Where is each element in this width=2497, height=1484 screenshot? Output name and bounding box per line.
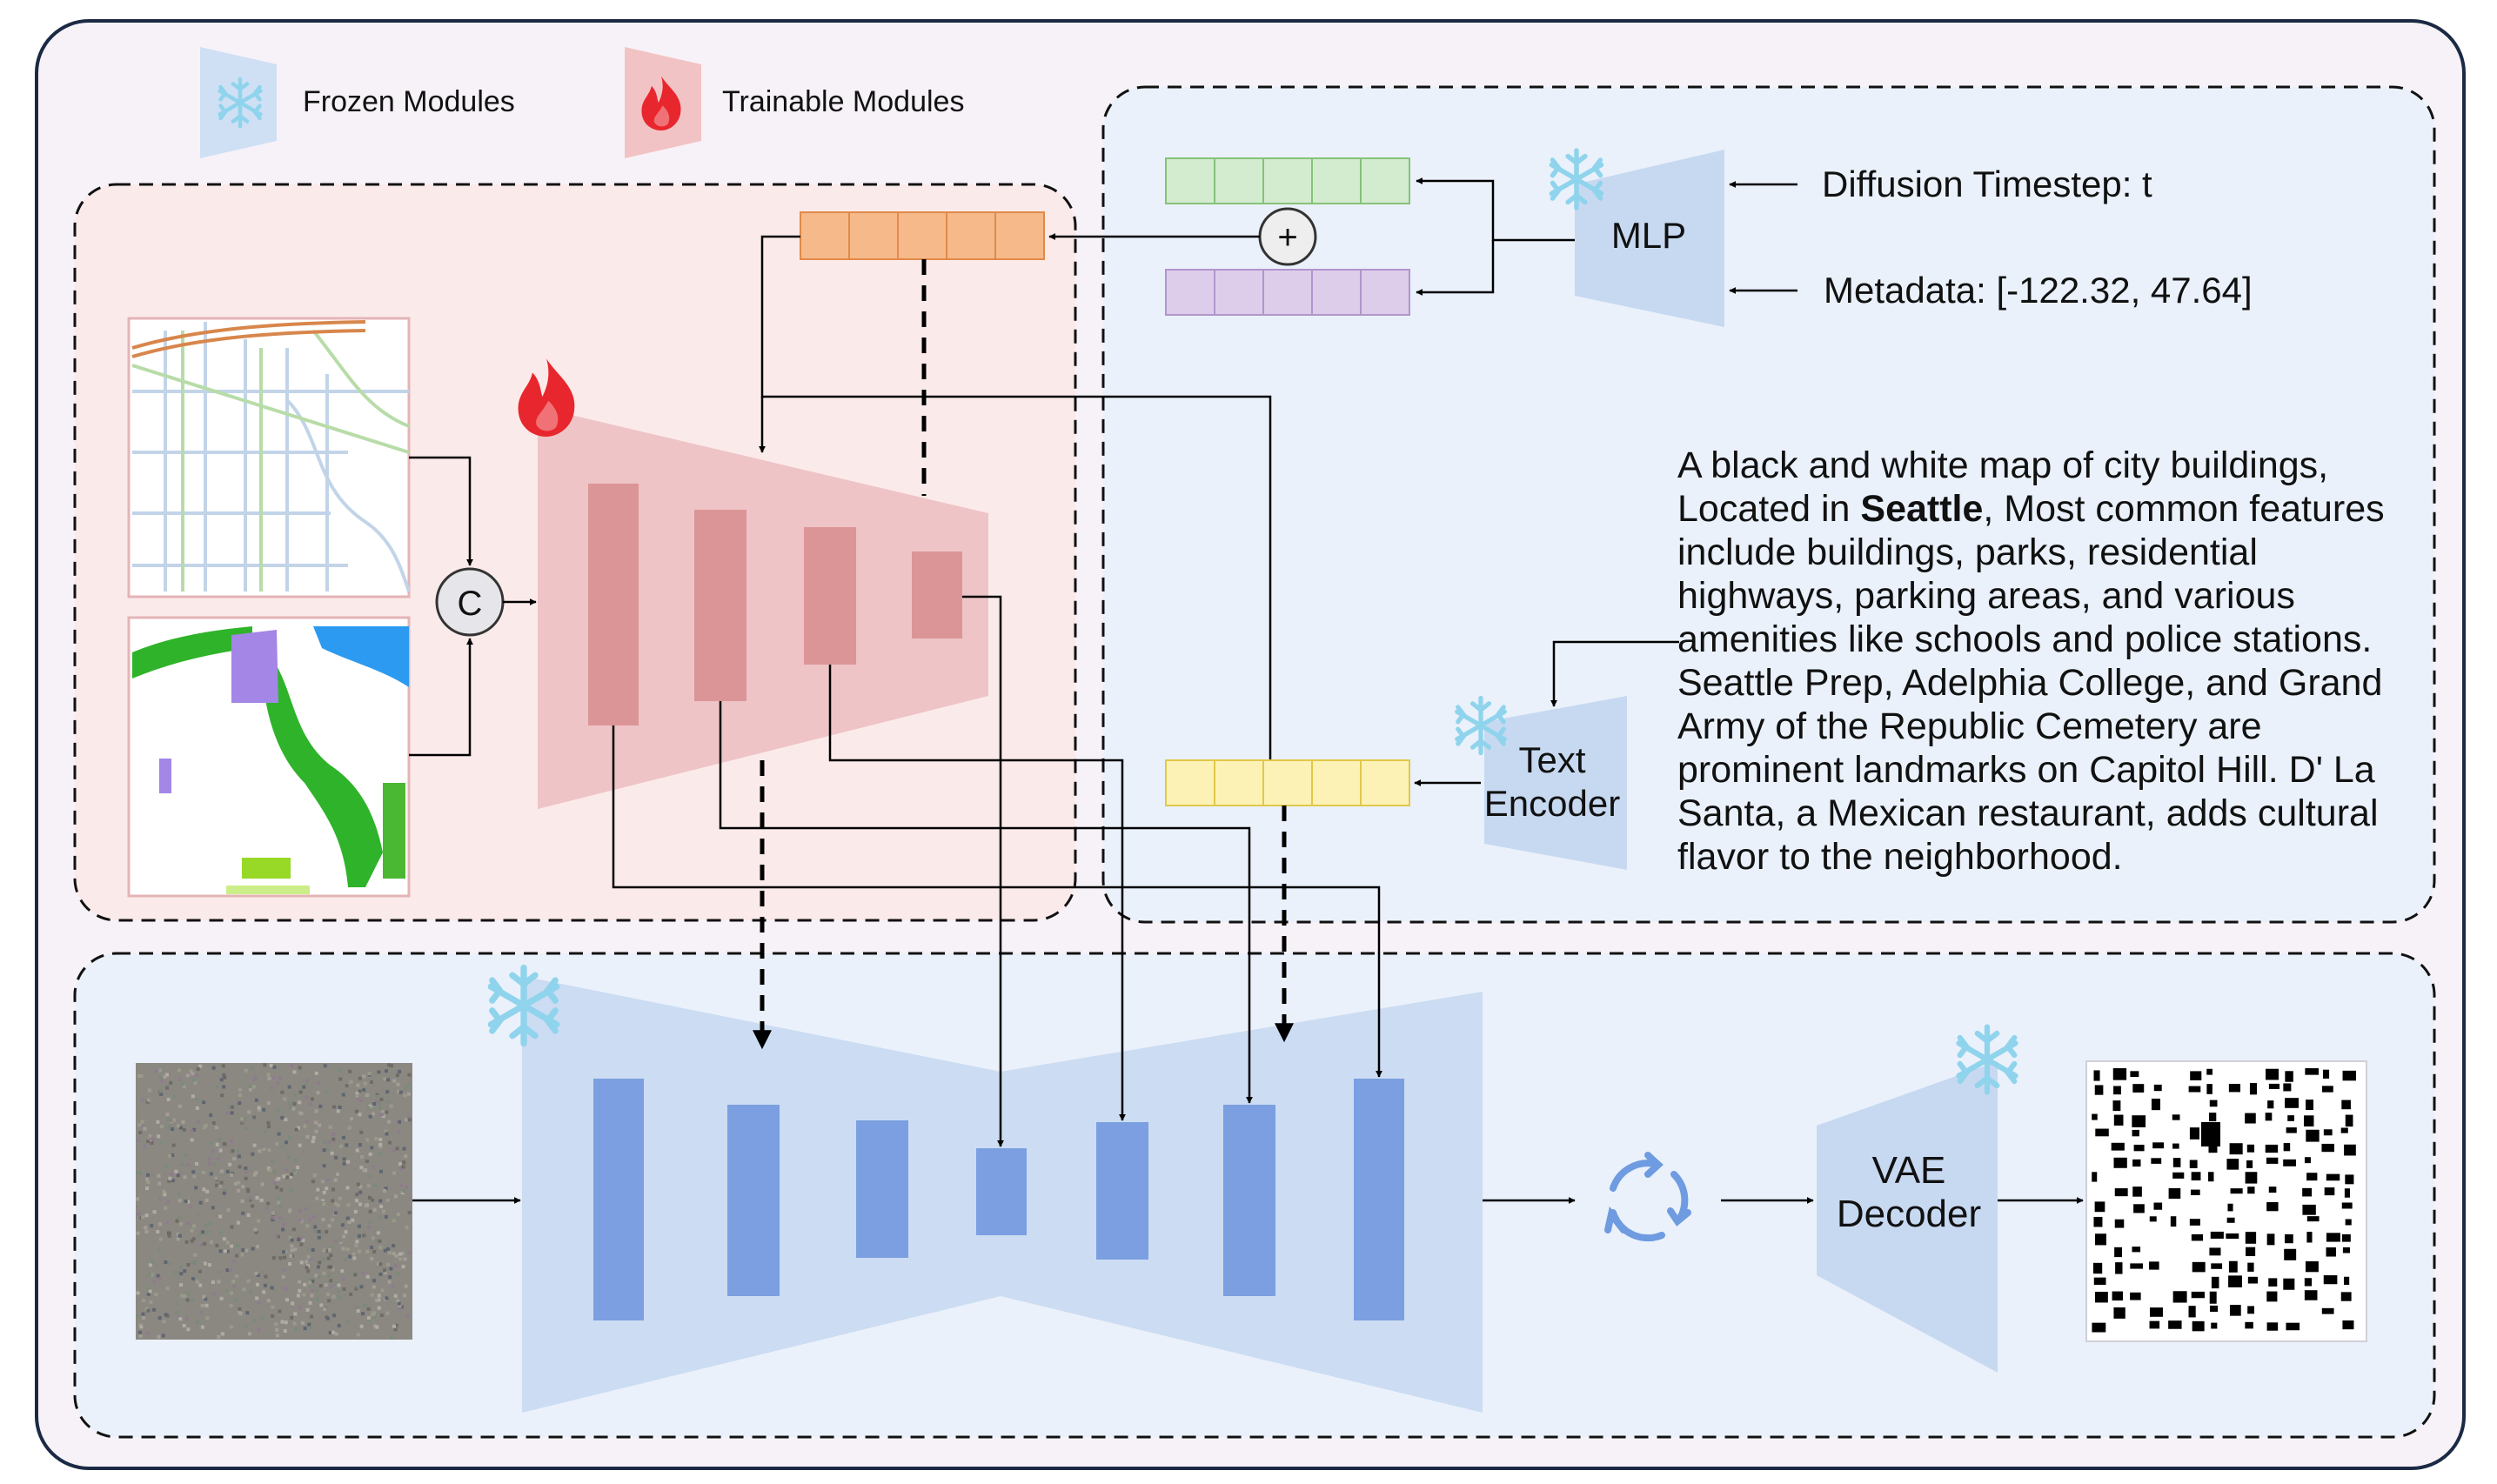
skip-connection-1 (612, 725, 1382, 1078)
controlnet-block-2 (694, 510, 746, 701)
vae-label-line2: Decoder (1837, 1193, 1981, 1235)
land-use-map-arrow (409, 638, 473, 757)
unet-up-block-3 (1354, 1079, 1404, 1320)
mlp-module (1575, 150, 1724, 327)
mlp-label: MLP (1611, 215, 1686, 256)
timestep-embedding-vector (1165, 157, 1410, 204)
prompt-line: include buildings, parks, residential (1677, 531, 2258, 573)
add-symbol: + (1277, 218, 1297, 257)
unet-down-block-2 (727, 1105, 780, 1296)
text-embedding-vector (1165, 759, 1410, 806)
prompt-line: Santa, a Mexican restaurant, adds cultur… (1677, 792, 2379, 834)
skip-connection-4 (962, 595, 1004, 1147)
mlp-to-timestep-arrow (1416, 177, 1575, 242)
noise-texture (136, 1063, 412, 1340)
prompt-line: Seattle Prep, Adelphia College, and Gran… (1677, 662, 2383, 704)
building-footprints (2092, 1068, 2357, 1333)
skip-connection-3 (828, 665, 1126, 1121)
noise-input (136, 1063, 412, 1340)
metadata-text: Metadata: [-122.32, 47.64] (1824, 270, 2253, 311)
prompt-line: prominent landmarks on Capitol Hill. D' … (1677, 749, 2375, 791)
prompt-line: flavor to the neighborhood. (1677, 836, 2123, 878)
controlnet-block-1 (588, 484, 639, 725)
prompt-city: Seattle (1860, 488, 1984, 530)
conditioning-region (1101, 85, 2436, 924)
prompt-to-encoder-arrow (1550, 640, 1679, 707)
controlnet-encoder (538, 407, 988, 809)
unet-mid-block (976, 1148, 1027, 1235)
prompt-line: highways, parking areas, and various (1677, 575, 2295, 617)
land-use-map-input (127, 616, 411, 898)
text-encoder-module (1484, 696, 1627, 870)
controlnet-block-4 (912, 551, 962, 638)
unet-up-block-2 (1223, 1105, 1275, 1296)
combined-embedding-vector (800, 211, 1045, 260)
metadata-embedding-vector (1165, 269, 1410, 316)
prompt-line: amenities like schools and police statio… (1677, 618, 2373, 660)
frozen-legend-label: Frozen Modules (303, 85, 515, 118)
prompt-line: Located in Seattle, Most common features (1677, 487, 2443, 531)
skip-connection-2 (719, 701, 1253, 1104)
text-encoder-label-line1: Text (1518, 739, 1585, 780)
controlnet-block-3 (804, 527, 856, 665)
prompt-text: Located in (1677, 488, 1861, 530)
vae-decoder-module (1817, 1061, 1998, 1373)
trainable-legend-label: Trainable Modules (722, 85, 964, 118)
road-map-input (127, 317, 411, 598)
prompt-text: , Most common features (1983, 488, 2385, 530)
road-map-arrow (409, 456, 473, 566)
concat-symbol: C (458, 585, 483, 623)
prompt-line: Army of the Republic Cemetery are (1677, 705, 2262, 747)
prompt-line: A black and white map of city buildings, (1677, 445, 2329, 486)
timestep-text: Diffusion Timestep: t (1822, 164, 2152, 204)
vae-label-line1: VAE (1872, 1149, 1946, 1192)
unet-down-block-3 (856, 1120, 908, 1258)
text-encoder-label-line2: Encoder (1484, 783, 1620, 824)
unet-down-block-1 (593, 1079, 644, 1320)
refresh-cycle-icon (1604, 1152, 1691, 1242)
unet-up-block-1 (1096, 1122, 1148, 1260)
text-prompt: A black and white map of city buildings,… (1677, 444, 2443, 879)
mlp-to-metadata-arrow (1416, 240, 1495, 296)
generated-building-map (2085, 1060, 2367, 1342)
legend: Frozen Modules Trainable Modules (200, 47, 964, 158)
